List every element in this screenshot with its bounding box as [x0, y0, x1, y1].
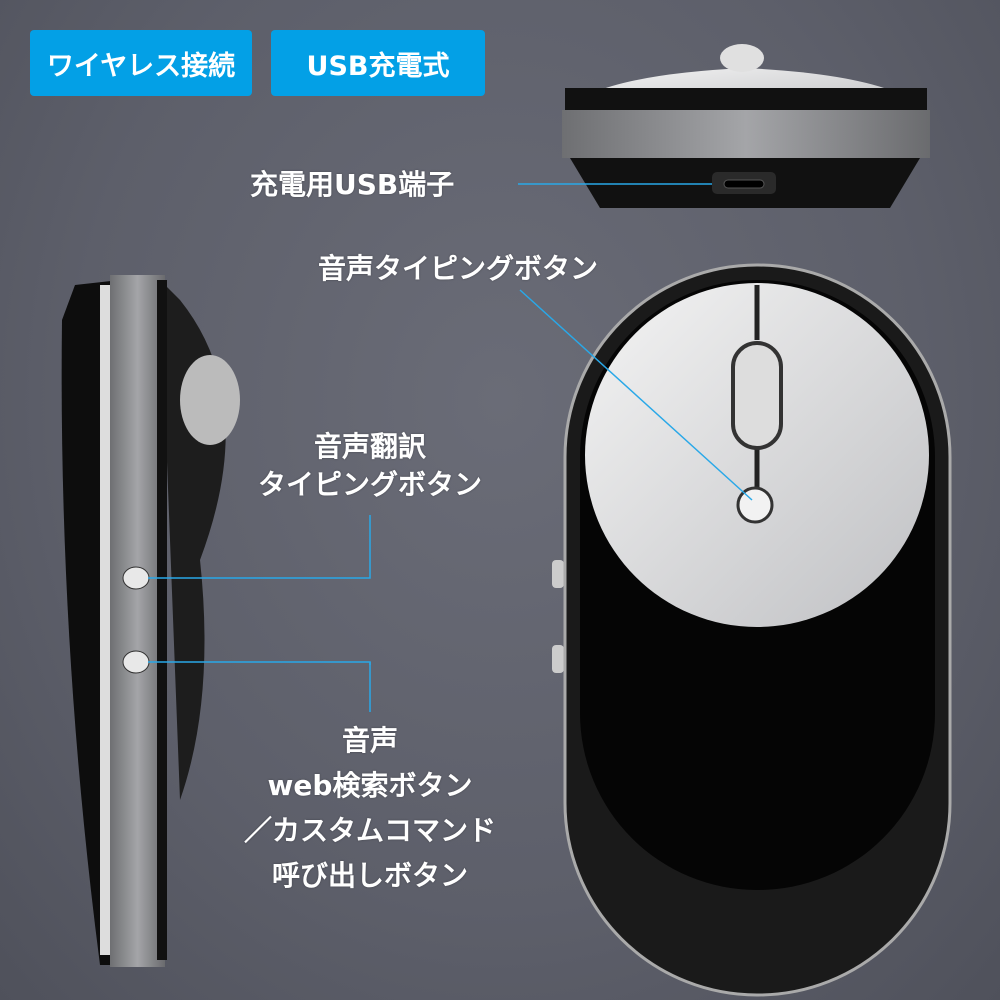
mouse-top-view [552, 263, 952, 997]
voice-search-label: 音声 web検索ボタン ／カスタムコマンド 呼び出しボタン [220, 718, 520, 898]
usb-charging-badge: USB充電式 [271, 30, 485, 96]
label-line: ／カスタムコマンド [243, 814, 496, 847]
voice-translate-label: 音声翻訳 タイピングボタン [230, 428, 510, 504]
label-line: タイピングボタン [257, 468, 482, 501]
voice-typing-label: 音声タイピングボタン [318, 252, 599, 285]
mouse-front-view [562, 44, 930, 208]
label-line: 音声 [341, 724, 398, 757]
wireless-badge: ワイヤレス接続 [30, 30, 252, 96]
label-line: 音声翻訳 [313, 430, 426, 463]
mouse-side-view [61, 275, 240, 967]
callout-lines [148, 183, 753, 712]
usb-port-label: 充電用USB端子 [250, 168, 455, 201]
label-line: web検索ボタン [267, 769, 473, 802]
label-line: 呼び出しボタン [271, 859, 468, 892]
